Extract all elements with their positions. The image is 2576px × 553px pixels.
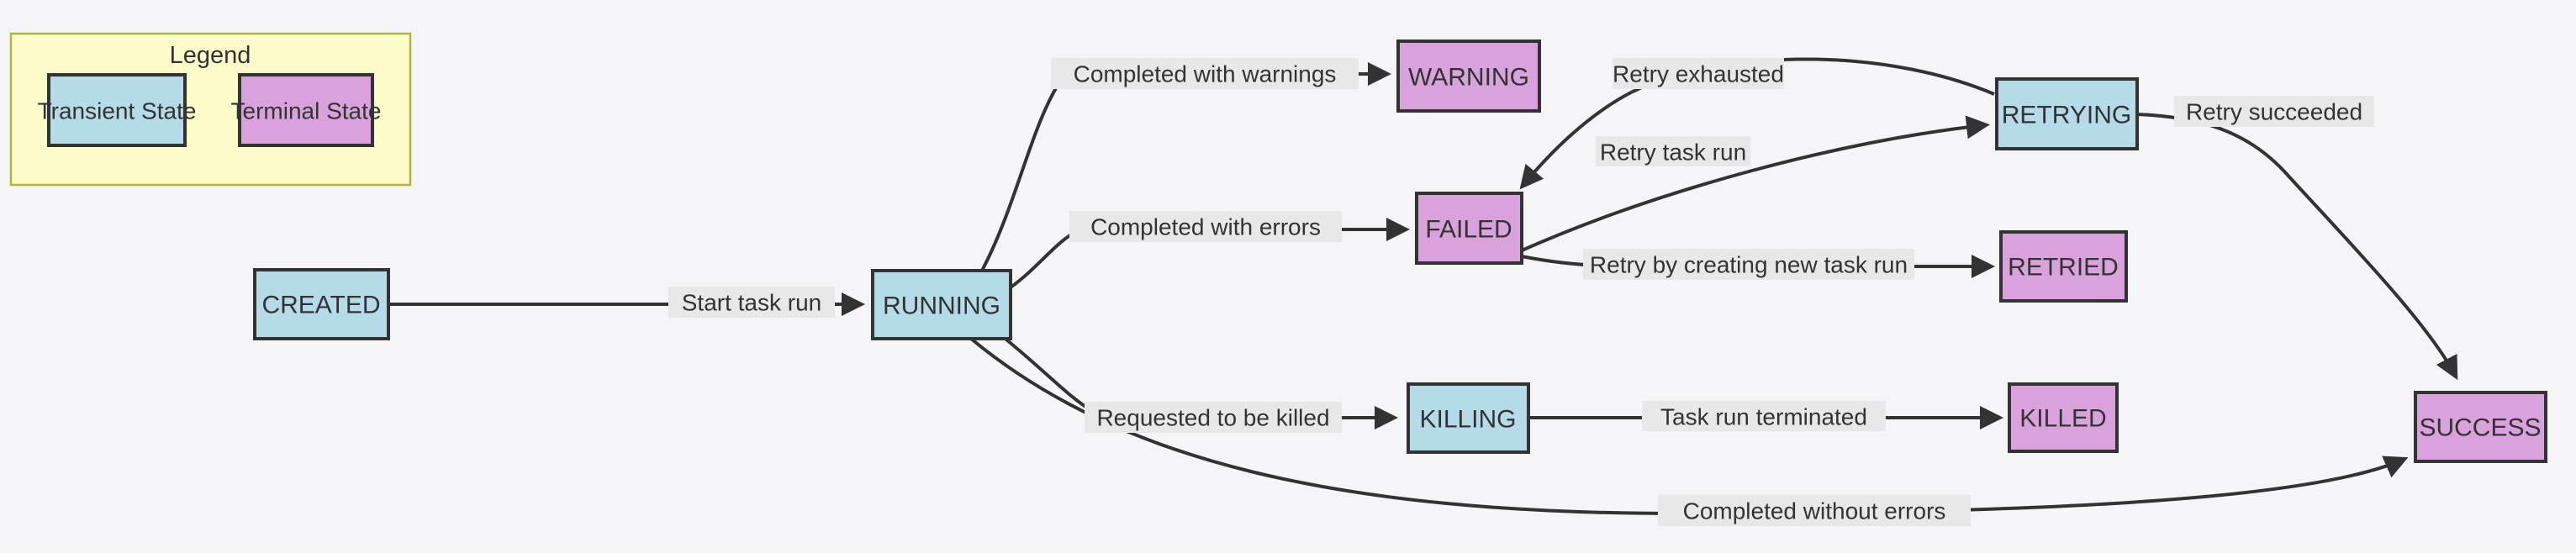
legend: Legend Transient State Terminal State (9, 32, 412, 187)
edge-label-text: Completed without errors (1683, 498, 1946, 524)
edge-label-text: Start task run (682, 290, 822, 316)
edge-label-text: Retry succeeded (2186, 99, 2362, 125)
legend-title: Legend (170, 42, 251, 69)
edge-label-text: Retry by creating new task run (1590, 252, 1908, 278)
state-node-retrying: RETRYING (1995, 77, 2139, 150)
legend-transient-swatch: Transient State (38, 73, 197, 147)
state-node-label: SUCCESS (2419, 414, 2541, 442)
edge-label-text: Completed with errors (1090, 214, 1321, 240)
edge-label-retry-by-creating-new-task-run: Retry by creating new task run (1583, 249, 1914, 280)
state-node-label: CREATED (261, 292, 380, 319)
state-node-created: CREATED (253, 268, 390, 340)
edge-label-retry-exhausted: Retry exhausted (1613, 58, 1784, 89)
edge-label-start-task-run: Start task run (668, 287, 835, 318)
edge-label-text: Requested to be killed (1096, 405, 1329, 431)
state-node-label: RETRYING (2002, 102, 2131, 129)
edge-label-text: Retry task run (1600, 140, 1746, 166)
edge-label-completed-with-warnings: Completed with warnings (1051, 58, 1359, 89)
state-node-label: RUNNING (883, 292, 1000, 320)
state-node-killed: KILLED (2008, 382, 2119, 453)
state-node-retried: RETRIED (1999, 230, 2128, 303)
edge-label-requested-to-be-killed: Requested to be killed (1085, 402, 1342, 433)
edge-label-text: Retry exhausted (1613, 61, 1784, 87)
state-node-running: RUNNING (871, 269, 1012, 340)
edge-label-layer: Start task run Completed with warnings C… (668, 58, 2374, 526)
state-node-label: WARNING (1408, 64, 1529, 92)
edge-label-text: Completed with warnings (1074, 61, 1337, 87)
state-node-success: SUCCESS (2414, 391, 2547, 463)
legend-transient-label: Transient State (38, 98, 197, 124)
state-node-failed: FAILED (1415, 192, 1523, 265)
edge-label-completed-without-errors: Completed without errors (1658, 495, 1971, 526)
edge-retrying-success (2136, 113, 2458, 381)
edge-failed-retrying (1521, 115, 1990, 252)
edge-label-retry-task-run: Retry task run (1596, 136, 1750, 166)
legend-terminal-swatch: Terminal State (231, 73, 382, 147)
state-node-label: RETRIED (2008, 254, 2119, 282)
state-node-label: KILLED (2019, 405, 2106, 433)
legend-terminal-label: Terminal State (231, 98, 382, 124)
node-layer: CREATED RUNNING WARNING FAILED RETRYING … (253, 40, 2547, 463)
edge-label-completed-with-errors: Completed with errors (1069, 211, 1342, 242)
state-node-label: KILLING (1419, 406, 1516, 434)
state-node-warning: WARNING (1396, 40, 1541, 113)
state-node-label: FAILED (1425, 216, 1512, 244)
edge-label-task-run-terminated: Task run terminated (1642, 401, 1886, 431)
edge-label-text: Task run terminated (1660, 404, 1867, 430)
state-node-killing: KILLING (1407, 382, 1530, 454)
edge-label-retry-succeeded: Retry succeeded (2174, 96, 2374, 127)
